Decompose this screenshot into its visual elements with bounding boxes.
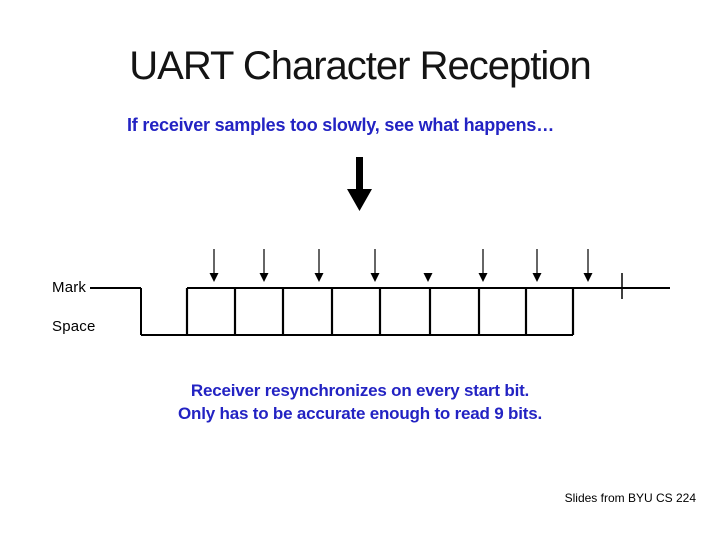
down-arrow-icon (347, 157, 372, 211)
caption-line-2: Only has to be accurate enough to read 9… (178, 404, 542, 423)
space-label: Space (52, 318, 96, 335)
waveform-svg (90, 249, 670, 336)
mark-label: Mark (52, 279, 87, 296)
caption-block: Receiver resynchronizes on every start b… (0, 379, 720, 425)
subtitle-text: If receiver samples too slowly, see what… (127, 115, 555, 135)
caption-line-1: Receiver resynchronizes on every start b… (190, 381, 530, 400)
slide-title: UART Character Reception (129, 44, 591, 88)
attribution-text: Slides from BYU CS 224 (564, 491, 696, 505)
